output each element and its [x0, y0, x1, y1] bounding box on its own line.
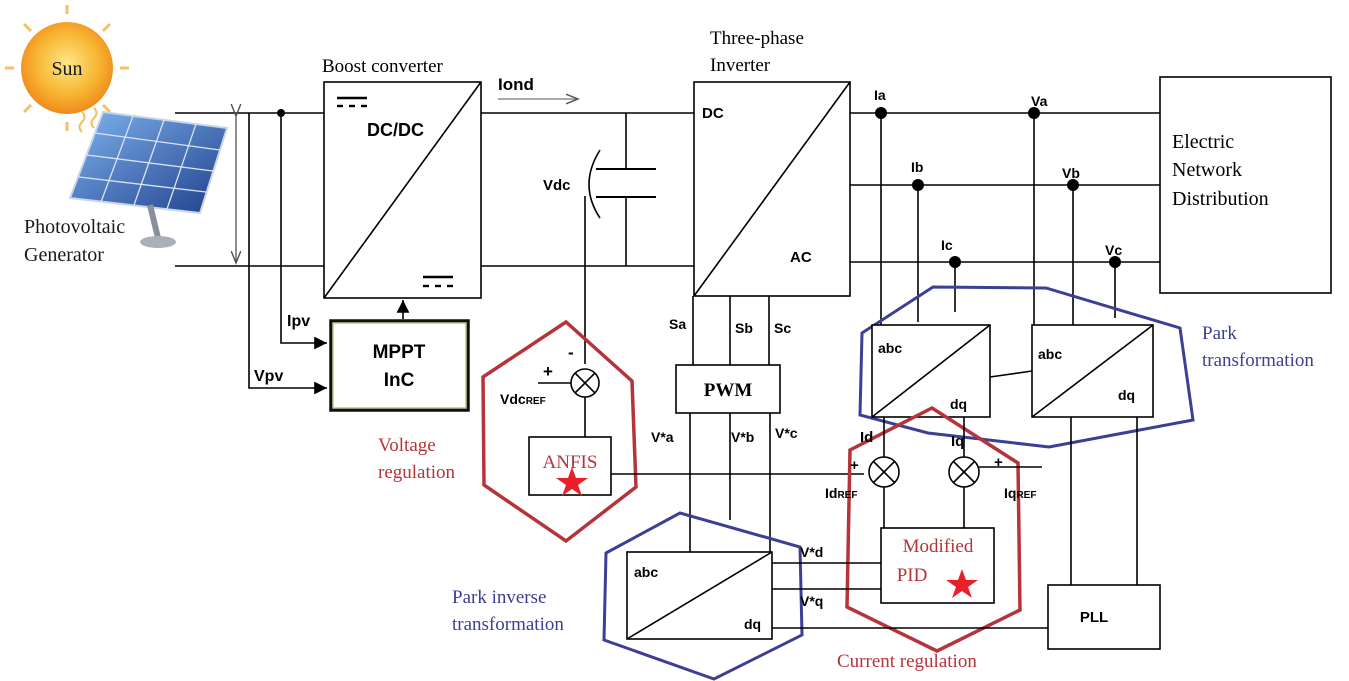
- sun-label: Sun: [51, 58, 82, 80]
- switch-label-sa: Sa: [669, 316, 686, 332]
- park-inverse-hexagon: [602, 511, 804, 681]
- dc-link-wires: [481, 99, 694, 267]
- dc-link-capacitor: [588, 149, 656, 219]
- grid-voltage-label-va: Va: [1031, 93, 1048, 109]
- boost-converter-title: Boost converter: [322, 56, 444, 77]
- pll-label: PLL: [1080, 609, 1108, 626]
- grid-current-label-ic: Ic: [941, 237, 953, 253]
- iq-plus-sign: +: [994, 454, 1003, 471]
- boost-converter-block: [323, 81, 482, 299]
- ref-label-vb: V*b: [731, 429, 754, 445]
- pid-label-line1: Modified: [903, 536, 974, 557]
- voltage-caption-line1: Voltage: [378, 435, 436, 456]
- id-label: Id: [860, 429, 873, 446]
- sun-icon: [5, 5, 129, 133]
- ipv-label: Ipv: [287, 313, 310, 330]
- vpv-label: Vpv: [254, 368, 283, 385]
- modified-pid-block: [880, 527, 995, 604]
- pv-dc-bus-wires: [175, 109, 327, 395]
- iq-label: Iq: [951, 433, 964, 450]
- switching-signal-wires: [692, 296, 770, 365]
- mppt-label-line1: MPPT: [373, 342, 426, 363]
- electric-network-block: [1159, 76, 1332, 294]
- inverter-title-line1: Three-phase: [710, 28, 804, 49]
- pwm-reference-wires: [689, 413, 771, 572]
- pid-label-line2: PID: [897, 565, 928, 586]
- current-loop-wires: [883, 417, 1042, 528]
- iq-summing-junction-icon: [948, 456, 980, 488]
- pid-star-icon: [946, 569, 978, 598]
- iond-label: Iond: [498, 75, 534, 94]
- park-transformation-hexagon: [858, 285, 1195, 449]
- park-inv-abc-label: abc: [634, 564, 658, 580]
- park-inverse-block: [626, 551, 773, 640]
- pid-to-park-inverse-wires: [772, 562, 1048, 629]
- iq-ref-label: IqREF: [1004, 485, 1036, 501]
- pv-generator-label-line2: Generator: [24, 244, 104, 266]
- park2-abc-label: abc: [1038, 346, 1062, 362]
- pll-block: [1047, 584, 1161, 650]
- inverter-block: [693, 81, 851, 297]
- grid-current-label-ia: Ia: [874, 87, 886, 103]
- pv-generator-label-line1: Photovoltaic: [24, 216, 125, 238]
- switch-label-sc: Sc: [774, 320, 791, 336]
- inverter-dc-label: DC: [702, 105, 724, 122]
- inverter-ac-label: AC: [790, 249, 812, 266]
- id-plus-sign: +: [850, 457, 859, 474]
- grid-label-line2: Network: [1172, 159, 1242, 181]
- vdc-label: Vdc: [543, 177, 571, 194]
- grid-voltage-label-vc: Vc: [1105, 242, 1122, 258]
- pwm-block: [675, 364, 781, 414]
- current-caption: Current regulation: [837, 651, 977, 672]
- current-regulation-hexagon: [845, 405, 1022, 653]
- park-inverse-caption-line1: Park inverse: [452, 587, 546, 608]
- voltage-caption-line2: regulation: [378, 462, 456, 483]
- vd-ref-label: V*d: [800, 544, 823, 560]
- park-inverse-caption-line2: transformation: [452, 614, 564, 635]
- vdc-minus-sign: -: [568, 343, 574, 362]
- park-block-current: [871, 324, 991, 418]
- park-block-voltage: [1031, 324, 1154, 418]
- vdc-plus-sign: +: [543, 362, 553, 381]
- ref-label-va: V*a: [651, 429, 674, 445]
- grid-label-line3: Distribution: [1172, 188, 1269, 210]
- switch-label-sb: Sb: [735, 320, 753, 336]
- anfis-star-icon: [556, 467, 588, 496]
- grid-label-line1: Electric: [1172, 131, 1234, 153]
- inverter-title-line2: Inverter: [710, 55, 771, 76]
- mppt-block: [329, 319, 470, 412]
- anfis-label: ANFIS: [543, 452, 598, 473]
- vdc-ref-label: VdcREF: [500, 391, 546, 407]
- park1-dq-label: dq: [950, 396, 967, 412]
- park-link-wire: [989, 370, 1033, 378]
- park2-dq-label: dq: [1118, 387, 1135, 403]
- park1-abc-label: abc: [878, 340, 902, 356]
- vq-ref-label: V*q: [800, 593, 823, 609]
- id-summing-junction-icon: [868, 456, 900, 488]
- grid-current-label-ib: Ib: [911, 159, 923, 175]
- id-ref-label: IdREF: [825, 485, 857, 501]
- pll-wires: [1070, 417, 1138, 585]
- park-inv-dq-label: dq: [744, 616, 761, 632]
- grid-voltage-label-vb: Vb: [1062, 165, 1080, 181]
- park-caption-line1: Park: [1202, 323, 1237, 344]
- pwm-label: PWM: [704, 380, 753, 401]
- park-caption-line2: transformation: [1202, 350, 1314, 371]
- mppt-label-line2: InC: [384, 370, 415, 391]
- solar-panel-icon: [68, 110, 229, 248]
- vdc-summing-junction-icon: [570, 368, 600, 398]
- ref-label-vc: V*c: [775, 425, 798, 441]
- boost-dcdc-label: DC/DC: [367, 120, 424, 140]
- grid-phase-wires: [850, 107, 1160, 340]
- voltage-regulation-hexagon: [481, 319, 638, 544]
